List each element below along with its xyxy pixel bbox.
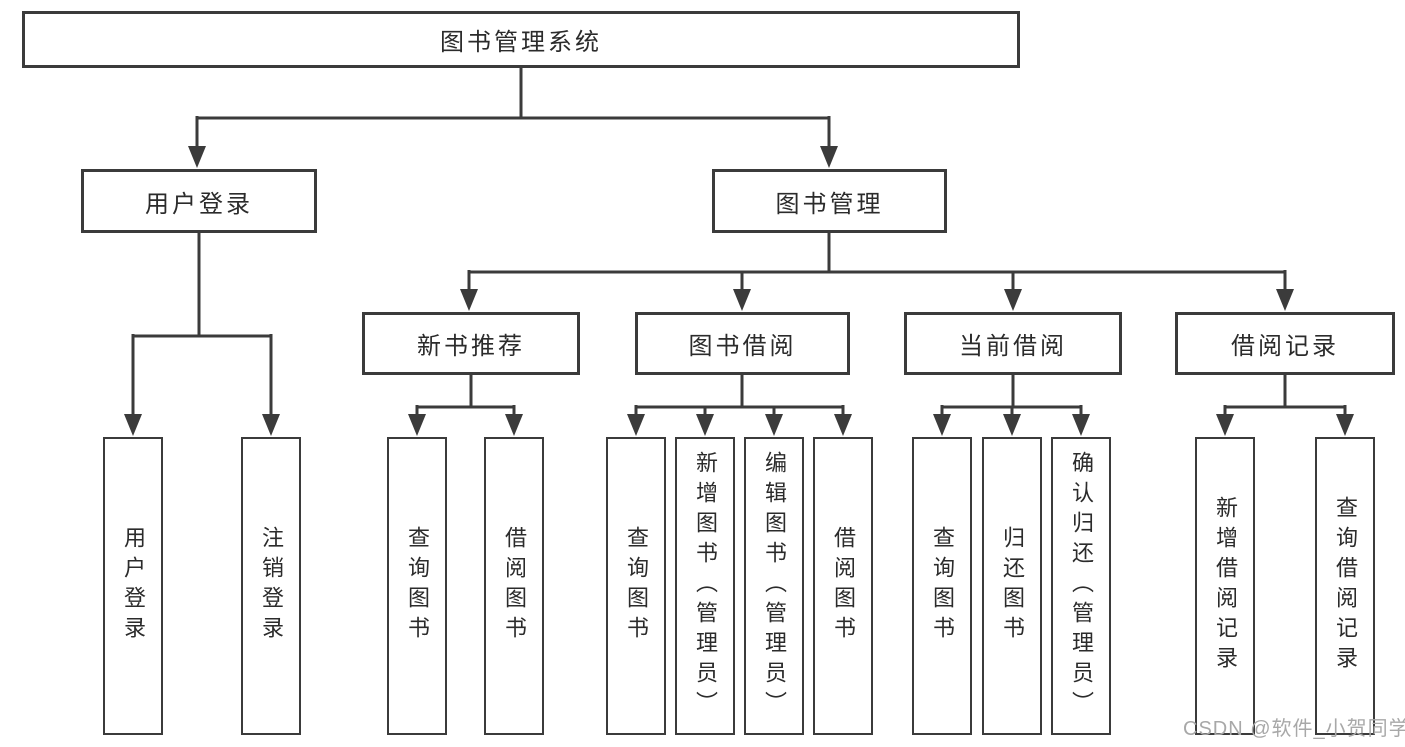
connector-current-borrowing (940, 375, 1083, 414)
arrow-down-icon (1003, 414, 1021, 436)
arrow-down-icon (1072, 414, 1090, 436)
arrow-down-icon (1336, 414, 1354, 436)
node-leaf-edit-books: 编辑图书（管理员） (744, 437, 804, 735)
node-leaf-query-books-2: 查询图书 (606, 437, 666, 735)
arrow-down-icon (933, 414, 951, 436)
node-leaf-query-books-3: 查询图书 (912, 437, 972, 735)
node-leaf-return-books: 归还图书 (982, 437, 1042, 735)
node-book-borrowing: 图书借阅 (635, 312, 850, 375)
node-leaf-logout: 注销登录 (241, 437, 301, 735)
connector-user-login (131, 233, 273, 414)
arrow-down-icon (262, 414, 280, 436)
csdn-watermark: CSDN @软件_小贺同学 (1183, 718, 1405, 740)
arrow-down-icon (765, 414, 783, 436)
arrow-down-icon (1216, 414, 1234, 436)
node-user-login: 用户登录 (81, 169, 317, 233)
node-leaf-borrow-books-2: 借阅图书 (813, 437, 873, 735)
arrow-down-icon (460, 289, 478, 311)
arrow-down-icon (696, 414, 714, 436)
connector-new-book-recommend (415, 375, 516, 414)
arrow-down-icon (408, 414, 426, 436)
node-leaf-confirm-return: 确认归还（管理员） (1051, 437, 1111, 735)
arrow-down-icon (505, 414, 523, 436)
node-book-management: 图书管理 (712, 169, 947, 233)
connector-root (195, 68, 831, 146)
connector-borrowing-records (1223, 374, 1347, 414)
arrow-down-icon (1276, 289, 1294, 311)
arrow-down-icon (834, 414, 852, 436)
node-borrowing-records: 借阅记录 (1175, 312, 1395, 375)
node-new-book-recommend: 新书推荐 (362, 312, 580, 375)
node-leaf-add-books: 新增图书（管理员） (675, 437, 735, 735)
arrow-down-icon (820, 146, 838, 168)
arrow-down-icon (733, 289, 751, 311)
connector-book-borrowing (634, 375, 845, 414)
arrowheads (124, 146, 1354, 436)
node-leaf-query-books-1: 查询图书 (387, 437, 447, 735)
arrow-down-icon (627, 414, 645, 436)
node-leaf-borrow-books-1: 借阅图书 (484, 437, 544, 735)
arrow-down-icon (188, 146, 206, 168)
arrow-down-icon (124, 414, 142, 436)
node-leaf-user-login: 用户登录 (103, 437, 163, 735)
arrow-down-icon (1004, 289, 1022, 311)
node-leaf-query-record: 查询借阅记录 (1315, 437, 1375, 735)
node-current-borrowing: 当前借阅 (904, 312, 1122, 375)
connector-book-management (467, 233, 1287, 289)
node-root: 图书管理系统 (22, 11, 1020, 68)
node-leaf-add-record: 新增借阅记录 (1195, 437, 1255, 735)
